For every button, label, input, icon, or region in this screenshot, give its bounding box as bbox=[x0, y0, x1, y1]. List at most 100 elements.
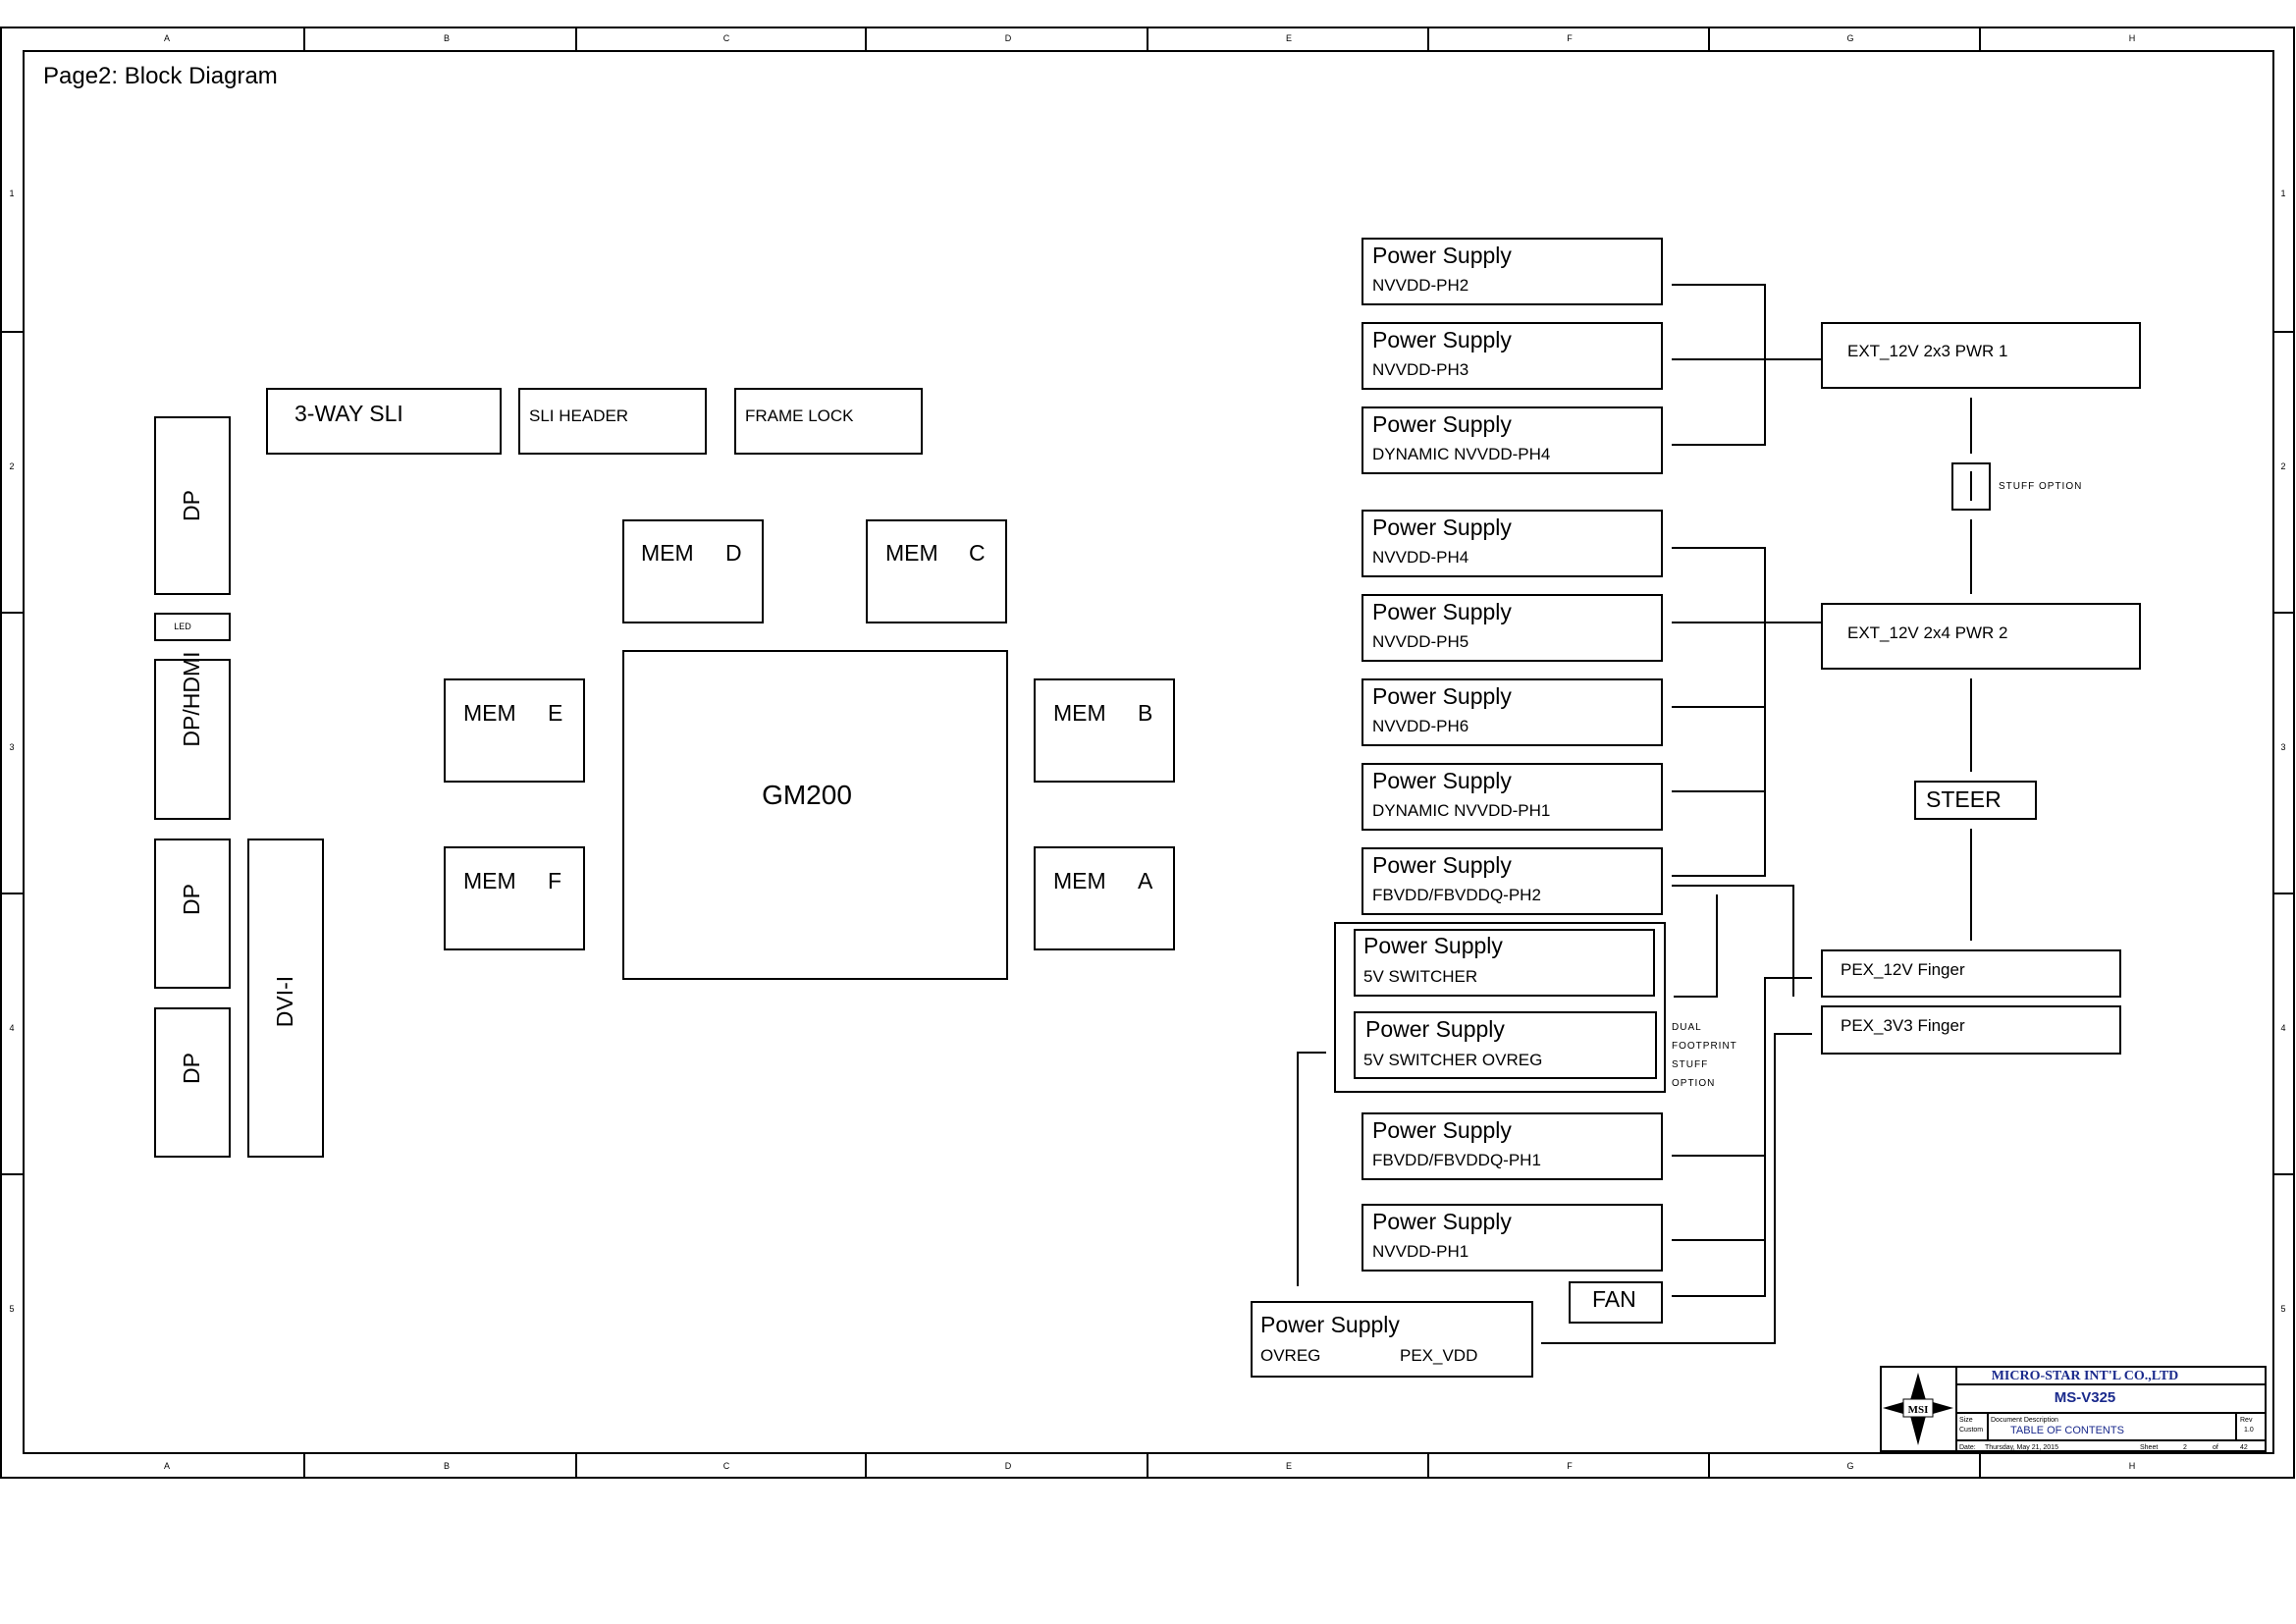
memory-b: MEM B bbox=[1034, 678, 1175, 783]
svg-text:Power Supply: Power Supply bbox=[1372, 1117, 1512, 1143]
memory-c: MEM C bbox=[866, 519, 1007, 623]
date-label: Date: bbox=[1959, 1444, 1976, 1451]
zone-row-4: 4 bbox=[9, 1023, 14, 1033]
svg-text:DP: DP bbox=[179, 884, 204, 915]
svg-text:STUFF: STUFF bbox=[1672, 1059, 1708, 1070]
sli-connector: 3-WAY SLI bbox=[266, 388, 502, 455]
svg-text:DVI-I: DVI-I bbox=[272, 976, 297, 1027]
svg-text:3-WAY SLI: 3-WAY SLI bbox=[294, 401, 403, 426]
steer-block: STEER bbox=[1914, 781, 2037, 820]
power-supply-nvvdd-ph2: Power Supply NVVDD-PH2 bbox=[1362, 238, 1663, 305]
svg-text:OPTION: OPTION bbox=[1672, 1078, 1715, 1089]
power-supply-nvvdd-ph1: Power Supply NVVDD-PH1 bbox=[1362, 1204, 1663, 1272]
svg-text:Power Supply: Power Supply bbox=[1372, 243, 1512, 268]
zone-col-f-bottom: F bbox=[1567, 1461, 1573, 1471]
svg-text:EXT_12V 2x3 PWR 1: EXT_12V 2x3 PWR 1 bbox=[1847, 342, 2007, 360]
gpu-gm200: GM200 bbox=[622, 650, 1008, 980]
dual-footprint-group: Power Supply 5V SWITCHER Power Supply 5V… bbox=[1334, 922, 1666, 1093]
of-label: of bbox=[2213, 1444, 2218, 1451]
svg-text:Power Supply: Power Supply bbox=[1372, 683, 1512, 709]
svg-text:STUFF OPTION: STUFF OPTION bbox=[1999, 481, 2082, 492]
power-supply-nvvdd-ph6: Power Supply NVVDD-PH6 bbox=[1362, 678, 1663, 746]
page-title: Page2: Block Diagram bbox=[43, 63, 278, 89]
fan-connector: FAN bbox=[1569, 1281, 1663, 1324]
svg-text:OVREG: OVREG bbox=[1260, 1346, 1320, 1365]
zone-col-b: B bbox=[444, 33, 450, 43]
power-supply-nvvdd-ph4: Power Supply NVVDD-PH4 bbox=[1362, 510, 1663, 577]
zone-row-5-right: 5 bbox=[2280, 1304, 2285, 1314]
svg-text:Power Supply: Power Supply bbox=[1372, 768, 1512, 793]
stuff-option-jumper: STUFF OPTION bbox=[1951, 462, 2082, 511]
zone-row-5: 5 bbox=[9, 1304, 14, 1314]
svg-text:GM200: GM200 bbox=[762, 780, 852, 810]
rev-label: Rev bbox=[2240, 1417, 2253, 1424]
ext-12v-2x4-pwr2: EXT_12V 2x4 PWR 2 bbox=[1821, 603, 2141, 670]
sli-header: SLI HEADER bbox=[518, 388, 707, 455]
zone-col-e-bottom: E bbox=[1286, 1461, 1292, 1471]
zone-col-g: G bbox=[1846, 33, 1853, 43]
svg-text:SLI HEADER: SLI HEADER bbox=[529, 406, 628, 425]
power-supply-fbvdd-ph2: Power Supply FBVDD/FBVDDQ-PH2 bbox=[1362, 847, 1663, 915]
svg-text:MEM: MEM bbox=[641, 540, 694, 566]
power-supply-fbvdd-ph1: Power Supply FBVDD/FBVDDQ-PH1 bbox=[1362, 1112, 1663, 1180]
msi-logo: MSI bbox=[1883, 1373, 1953, 1445]
svg-text:F: F bbox=[548, 868, 561, 893]
svg-text:NVVDD-PH3: NVVDD-PH3 bbox=[1372, 360, 1468, 379]
svg-text:Power Supply: Power Supply bbox=[1365, 1016, 1505, 1042]
memory-e: MEM E bbox=[444, 678, 585, 783]
zone-col-h-bottom: H bbox=[2129, 1461, 2136, 1471]
date-value: Thursday, May 21, 2015 bbox=[1985, 1444, 2058, 1451]
power-supply-dynamic-nvvdd-ph1: Power Supply DYNAMIC NVVDD-PH1 bbox=[1362, 763, 1663, 831]
zone-col-c-bottom: C bbox=[723, 1461, 730, 1471]
zone-col-f: F bbox=[1567, 33, 1573, 43]
rev-value: 1.0 bbox=[2244, 1427, 2254, 1434]
svg-text:FBVDD/FBVDDQ-PH1: FBVDD/FBVDDQ-PH1 bbox=[1372, 1151, 1541, 1169]
power-wiring bbox=[1297, 284, 1972, 1344]
zone-rows: 1 2 3 4 5 1 2 3 4 5 bbox=[1, 189, 2294, 1314]
zone-row-4-right: 4 bbox=[2280, 1023, 2285, 1033]
svg-text:NVVDD-PH2: NVVDD-PH2 bbox=[1372, 276, 1468, 295]
svg-text:NVVDD-PH1: NVVDD-PH1 bbox=[1372, 1242, 1468, 1261]
power-supply-ovreg-pex-vdd: Power Supply OVREG PEX_VDD bbox=[1251, 1301, 1533, 1378]
power-supply-nvvdd-ph3: Power Supply NVVDD-PH3 bbox=[1362, 322, 1663, 390]
zone-row-3-right: 3 bbox=[2280, 742, 2285, 752]
company-name: MICRO-STAR INT'L CO.,LTD bbox=[1992, 1369, 2179, 1383]
svg-text:B: B bbox=[1138, 700, 1152, 726]
pex-12v-finger: PEX_12V Finger bbox=[1821, 949, 2121, 998]
zone-row-1: 1 bbox=[9, 189, 14, 198]
svg-text:DYNAMIC NVVDD-PH1: DYNAMIC NVVDD-PH1 bbox=[1372, 801, 1550, 820]
svg-text:FOOTPRINT: FOOTPRINT bbox=[1672, 1041, 1737, 1052]
output-dp-3: DP bbox=[154, 1007, 231, 1158]
zone-col-d-bottom: D bbox=[1005, 1461, 1012, 1471]
zone-row-2: 2 bbox=[9, 461, 14, 471]
size-value: Custom bbox=[1959, 1427, 1983, 1434]
msi-logo-text: MSI bbox=[1908, 1404, 1929, 1416]
title-block: MSI MICRO-STAR INT'L CO.,LTD MS-V325 Siz… bbox=[1880, 1366, 2267, 1452]
of-value: 42 bbox=[2240, 1444, 2248, 1451]
power-supply-nvvdd-ph5: Power Supply NVVDD-PH5 bbox=[1362, 594, 1663, 662]
zone-col-e: E bbox=[1286, 33, 1292, 43]
svg-text:Power Supply: Power Supply bbox=[1372, 327, 1512, 352]
svg-text:NVVDD-PH5: NVVDD-PH5 bbox=[1372, 632, 1468, 651]
svg-text:MEM: MEM bbox=[463, 868, 516, 893]
dual-footprint-note: DUAL FOOTPRINT STUFF OPTION bbox=[1672, 1022, 1737, 1089]
project-number: MS-V325 bbox=[2055, 1389, 2116, 1406]
output-dp-hdmi: DP/HDMI bbox=[154, 651, 231, 820]
svg-text:5V SWITCHER OVREG: 5V SWITCHER OVREG bbox=[1363, 1051, 1542, 1069]
doc-label: Document Description bbox=[1991, 1417, 2058, 1424]
svg-text:FBVDD/FBVDDQ-PH2: FBVDD/FBVDDQ-PH2 bbox=[1372, 886, 1541, 904]
sheet-label: Sheet bbox=[2140, 1444, 2158, 1451]
svg-text:MEM: MEM bbox=[1053, 700, 1106, 726]
zone-row-2-right: 2 bbox=[2280, 461, 2285, 471]
pex-3v3-finger: PEX_3V3 Finger bbox=[1821, 1005, 2121, 1055]
svg-text:FRAME LOCK: FRAME LOCK bbox=[745, 406, 854, 425]
output-dvi-i: DVI-I bbox=[247, 839, 324, 1158]
svg-text:PEX_12V Finger: PEX_12V Finger bbox=[1841, 960, 1965, 979]
svg-text:Power Supply: Power Supply bbox=[1372, 514, 1512, 540]
svg-text:Power Supply: Power Supply bbox=[1372, 599, 1512, 624]
output-dp-2: DP bbox=[154, 839, 231, 989]
svg-text:Power Supply: Power Supply bbox=[1372, 852, 1512, 878]
svg-text:NVVDD-PH4: NVVDD-PH4 bbox=[1372, 548, 1468, 567]
svg-text:LED: LED bbox=[174, 622, 191, 631]
svg-text:5V SWITCHER: 5V SWITCHER bbox=[1363, 967, 1477, 986]
